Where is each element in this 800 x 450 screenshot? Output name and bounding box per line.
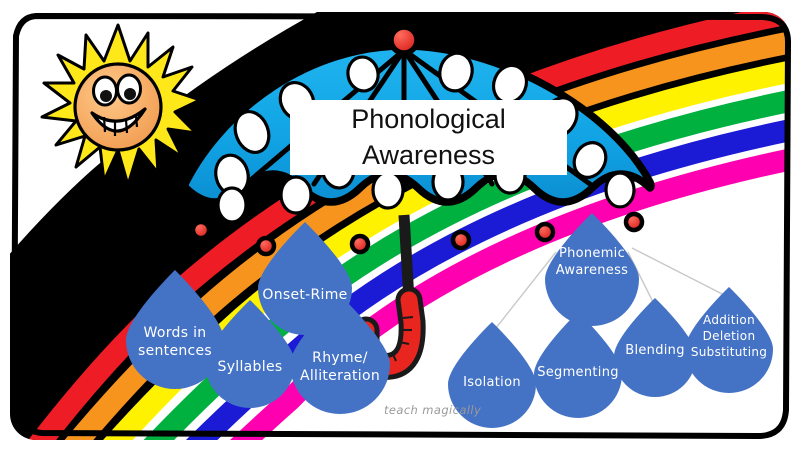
raindrop-isolation [448,322,536,428]
raindrop-syllables [205,300,295,408]
connector-phonemic-blending [627,251,657,309]
connector-phonemic-isolation [491,251,557,334]
sun-pupil-left [100,90,112,102]
umbrella-finial [388,24,420,56]
raindrop-phonemic-awareness [545,213,639,326]
page-title: Phonological Awareness [290,100,567,175]
connector-phonemic-addition [631,247,731,299]
raindrop-words-in-sentences [125,270,224,390]
sun-pupil-right [124,88,136,100]
watermark: teach magically [384,403,482,417]
raindrop-addition-deletion-substituting [685,287,773,393]
poster-frame [10,13,792,440]
rainbow-band-orange [10,15,790,440]
umbrella-shaft [398,214,415,301]
sun-icon [40,23,202,187]
raindrop-rhyme-alliteration [290,295,390,414]
title-line-2: Awareness [361,139,496,170]
title-line-1: Phonological [351,104,506,135]
sun-face [73,62,163,152]
umbrella-tip-balls [190,211,645,257]
raindrops [125,213,773,428]
raindrop-segmenting [534,312,622,418]
raindrop-blending [614,298,696,397]
sun-teeth [102,115,139,136]
